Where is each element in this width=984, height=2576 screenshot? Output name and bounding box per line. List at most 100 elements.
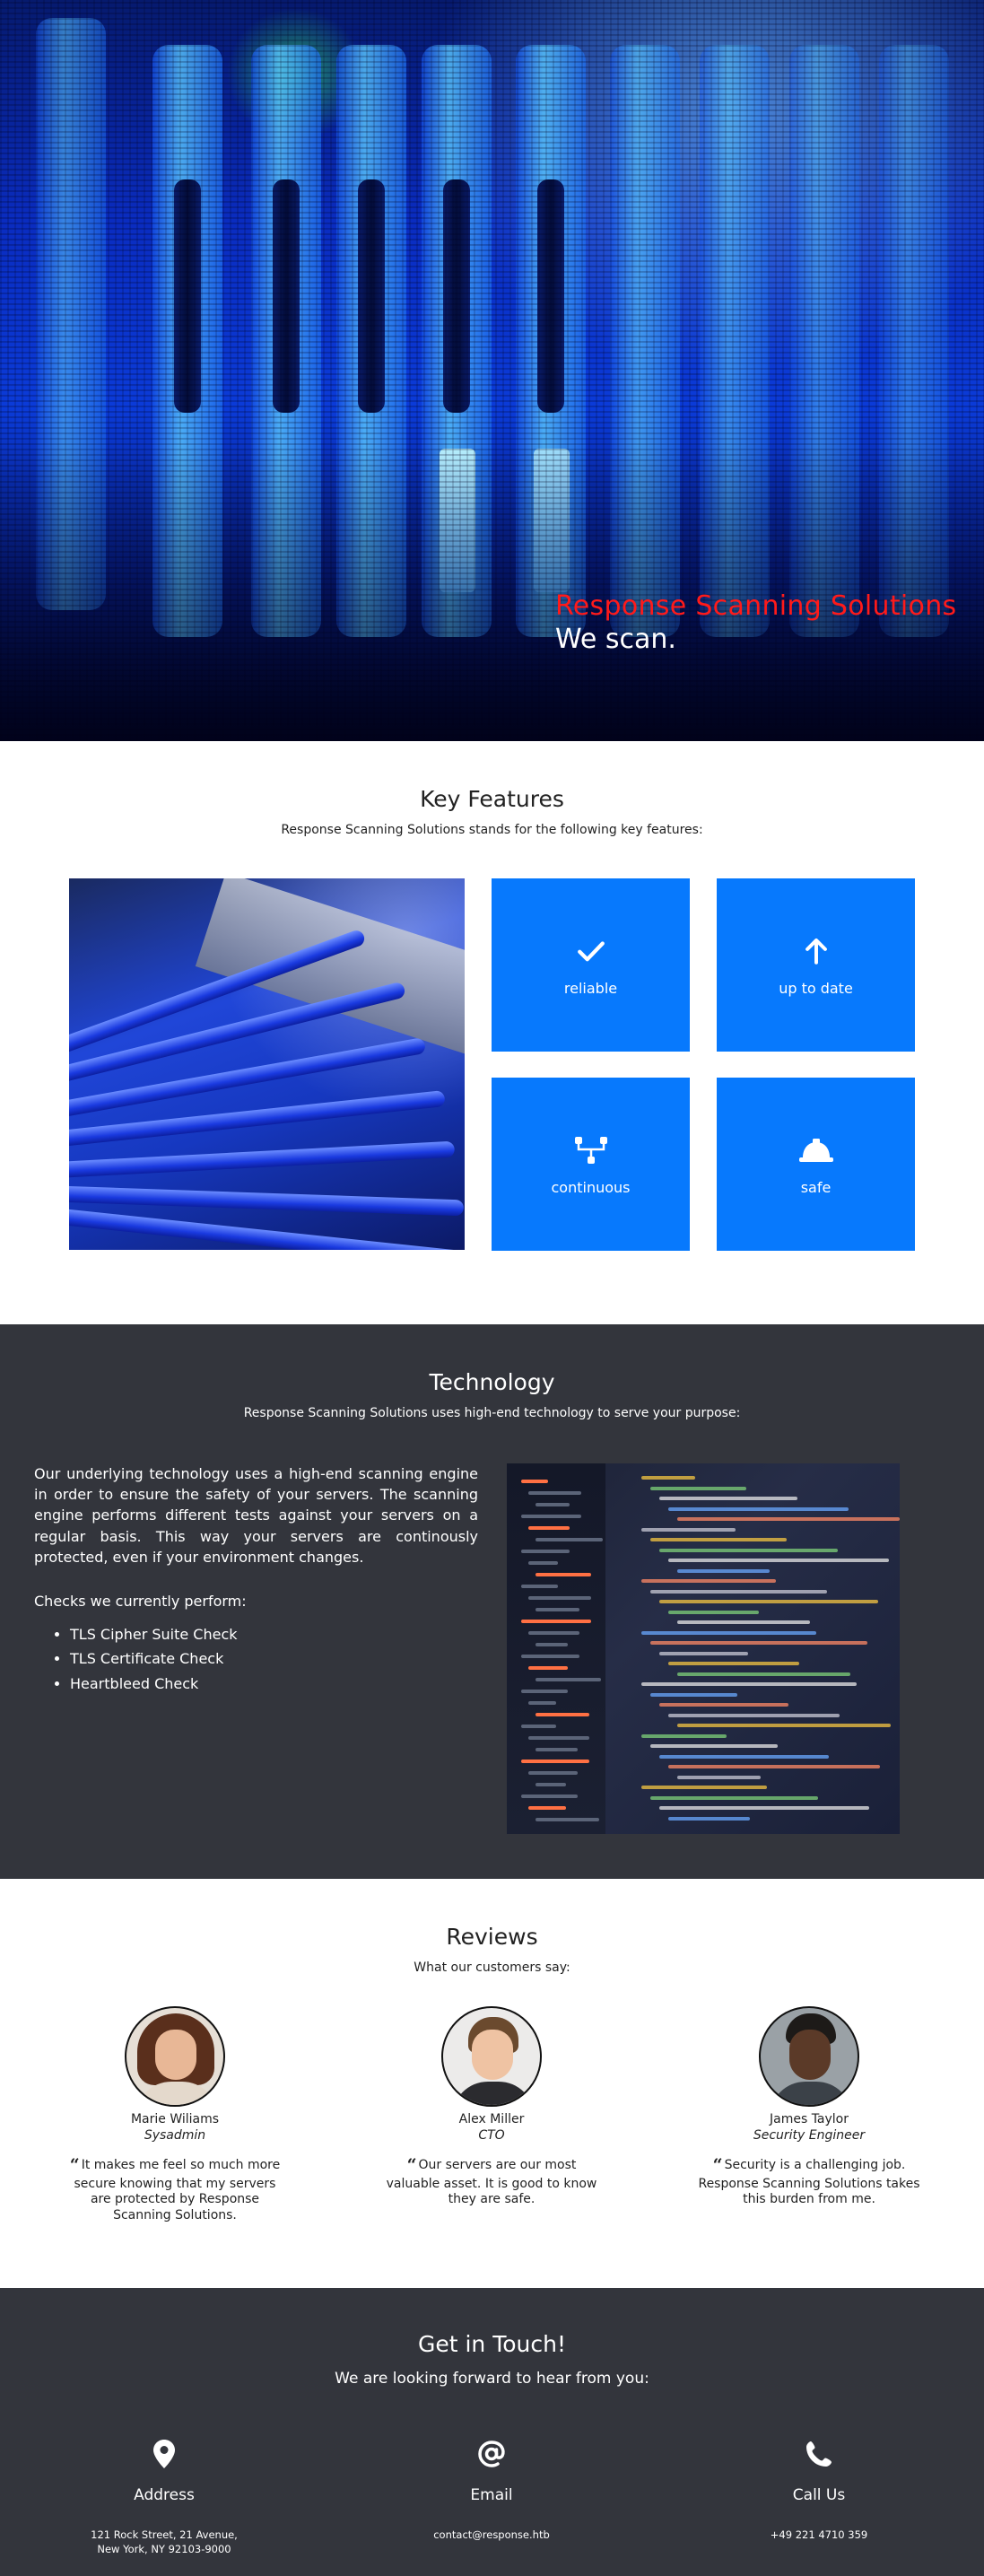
code-line [641,1630,816,1635]
check-item: TLS Cipher Suite Check [70,1624,478,1645]
email-link[interactable]: contact@response.htb [433,2528,550,2541]
network-icon [573,1132,609,1168]
technology-subtitle: Response Scanning Solutions uses high-en… [243,1406,741,1420]
avatar-face [472,2030,513,2080]
review-quote: “Our servers are our most valuable asset… [379,2155,604,2208]
code-line [641,1733,727,1738]
contact-label: Address [134,2486,195,2504]
file-tree-line [521,1794,578,1798]
code-line [677,1568,770,1573]
code-line [659,1754,829,1759]
feature-label: up to date [779,980,853,997]
reviews-subtitle: What our customers say: [414,1960,570,1975]
avatar-body [452,2082,535,2105]
file-tree-line [536,1748,578,1751]
technology-paragraph: Our underlying technology uses a high-en… [34,1465,478,1566]
contact-section: Get in Touch! We are looking forward to … [0,2288,984,2576]
code-screenshot [507,1463,900,1834]
feature-label: continuous [551,1179,631,1196]
avatar [441,2006,542,2107]
code-line [659,1600,878,1603]
file-tree-line [521,1515,581,1518]
file-tree-line [521,1655,579,1658]
code-line [650,1589,827,1594]
file-tree-line [528,1561,558,1565]
phone-icon [803,2438,835,2470]
code-line [668,1816,750,1821]
review-card: Alex Miller CTO “Our servers are our mos… [379,2006,604,2208]
reviews-section: Reviews What our customers say: Marie Wi… [0,1879,984,2288]
file-tree-line [528,1806,566,1810]
file-tree-line [528,1771,578,1775]
code-line [677,1724,891,1727]
code-line [641,1786,767,1789]
checks-list: TLS Cipher Suite Check TLS Certificate C… [70,1624,478,1694]
code-line [641,1527,736,1532]
avatar-body [135,2082,218,2105]
reviewer-name: Alex Miller [458,2112,525,2126]
check-icon [573,933,609,969]
contact-subtitle: We are looking forward to hear from you: [335,2370,649,2388]
file-tree-line [536,1643,568,1646]
code-line [650,1641,867,1645]
code-line [677,1517,900,1521]
code-line [659,1806,869,1810]
code-line [659,1703,788,1707]
phone-link[interactable]: +49 221 4710 359 [770,2528,868,2541]
hero-section: Response Scanning Solutions We scan. [0,0,984,741]
feature-tile-continuous: continuous [492,1078,690,1251]
hero-title: Response Scanning Solutions [555,590,957,622]
reviews-title: Reviews [446,1924,538,1950]
contact-email: Email contact@response.htb [384,2438,599,2542]
technology-body: Our underlying technology uses a high-en… [34,1463,478,1698]
file-tree-line [521,1550,570,1553]
file-tree-line [521,1480,548,1483]
file-tree-line [536,1503,570,1506]
features-section: Key Features Response Scanning Solutions… [0,741,984,1324]
feature-label: safe [800,1179,832,1196]
file-tree-line [536,1783,566,1786]
checks-intro: Checks we currently perform: [34,1592,247,1610]
contact-label: Call Us [792,2486,846,2504]
cable [69,1184,465,1217]
code-line [668,1506,849,1511]
review-card: James Taylor Security Engineer “Security… [697,2006,921,2208]
file-tree-line [536,1538,603,1541]
avatar-face [789,2030,831,2080]
file-tree-line [536,1713,589,1716]
quote-icon: “ [406,2155,417,2175]
code-line [677,1775,761,1779]
file-tree-line [528,1631,579,1635]
file-tree-line [528,1526,570,1530]
reviewer-role: CTO [478,2128,505,2143]
avatar [125,2006,225,2107]
file-tree-line [521,1760,589,1763]
file-tree-line [521,1690,568,1693]
hard-hat-icon [798,1132,834,1168]
contact-title: Get in Touch! [417,2331,566,2357]
code-line [650,1538,787,1541]
avatar [759,2006,859,2107]
technology-section: Technology Response Scanning Solutions u… [0,1324,984,1879]
file-tree-line [528,1491,581,1495]
code-line [668,1610,759,1614]
contact-phone: Call Us +49 221 4710 359 [711,2438,927,2542]
file-tree-line [521,1620,591,1623]
technology-title: Technology [429,1369,555,1395]
features-title: Key Features [420,786,564,812]
file-tree-line [536,1818,599,1821]
file-tree-line [521,1725,556,1728]
file-tree-line [528,1666,568,1670]
code-line [659,1548,838,1552]
file-tree-line [528,1596,591,1600]
feature-tile-safe: safe [717,1078,915,1251]
file-tree-line [536,1608,579,1611]
code-line [659,1497,797,1500]
feature-tile-reliable: reliable [492,878,690,1052]
code-line [641,1476,695,1480]
code-line [677,1620,810,1624]
code-line [650,1795,818,1800]
hero-vignette [0,0,984,741]
feature-label: reliable [563,980,618,997]
contact-label: Email [470,2486,513,2504]
